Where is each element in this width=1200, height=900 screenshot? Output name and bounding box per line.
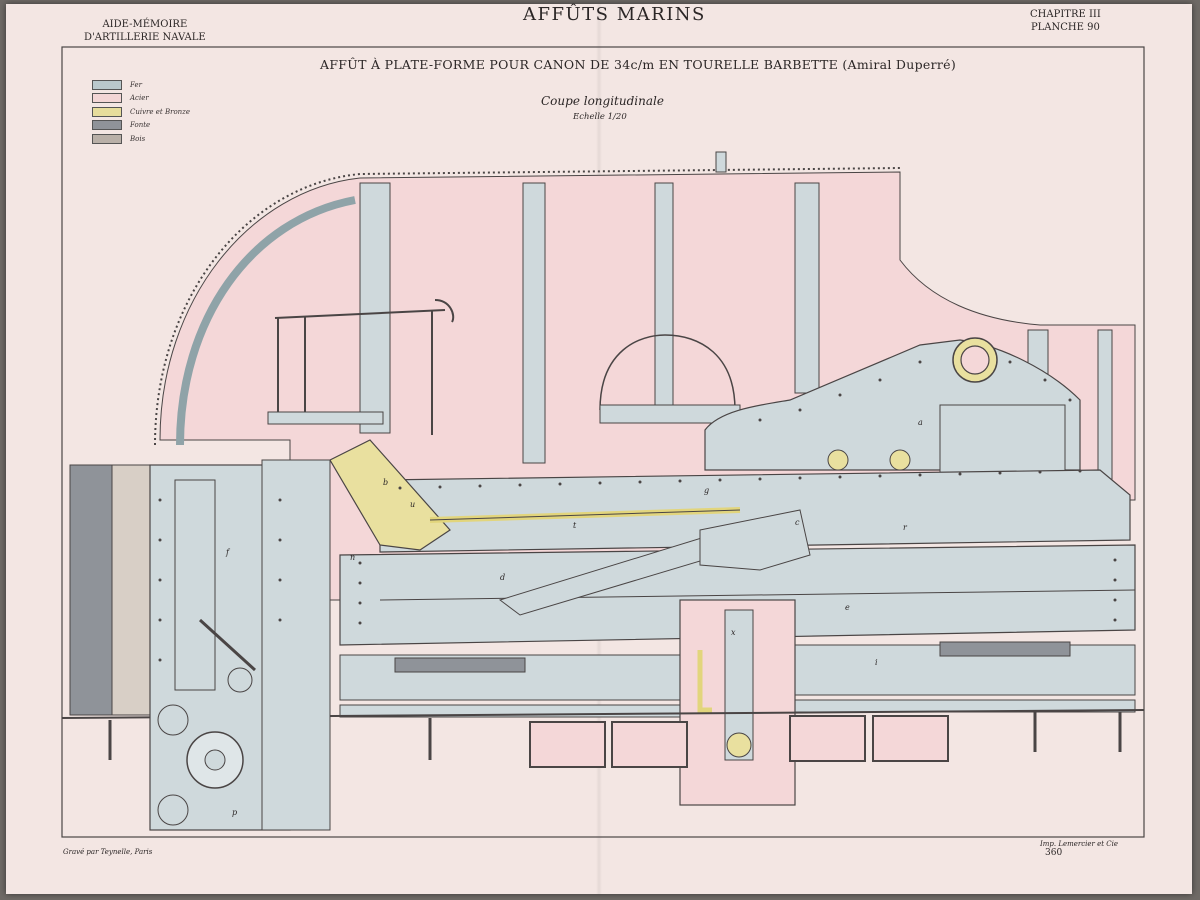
bronze-pipe [697, 650, 712, 713]
plate-title: AFFÛT À PLATE-FORME POUR CANON DE 34c/m … [320, 57, 957, 72]
hoist-linkage [198, 618, 257, 672]
wood-backing [111, 464, 151, 716]
engraver-credit: Gravé par Teynelle, Paris [63, 848, 153, 856]
printer-credit: Imp. Lemercier et Cie [1040, 840, 1119, 848]
part-label: g [704, 486, 709, 495]
part-label: e [845, 603, 850, 612]
section-subtitle: Coupe longitudinale [541, 94, 664, 108]
book-title: AIDE-MÉMOIRE D'ARTILLERIE NAVALE [84, 18, 206, 44]
legend-item: Cuivre et Bronze [92, 105, 190, 119]
part-letters: a b c d e f g i n p r t u x [225, 418, 923, 817]
arm-bracket [699, 509, 811, 571]
pivot-nut [726, 732, 752, 758]
hoist-drum-hub [204, 749, 226, 771]
series-title: AFFÛTS MARINS [523, 4, 706, 25]
pivot-bolt [827, 449, 849, 471]
column [794, 182, 820, 394]
legend-item: Acier [92, 92, 190, 106]
legend-item: Bois [92, 132, 190, 146]
hoist-pulley [157, 794, 189, 826]
part-label: d [500, 573, 505, 582]
part-label: r [903, 523, 908, 532]
part-label: f [225, 548, 231, 557]
part-label: i [875, 658, 878, 667]
pivot-bolt [889, 449, 911, 471]
legend-label: Acier [130, 94, 149, 103]
chapter-label: CHAPITRE III [1030, 9, 1101, 20]
turret-rib [176, 196, 356, 446]
column [654, 182, 674, 414]
legend-label: Fonte [130, 121, 151, 130]
legend-label: Fer [130, 80, 142, 89]
legend-item: Fonte [92, 119, 190, 133]
part-label: u [410, 500, 415, 509]
legend-label: Cuivre et Bronze [130, 107, 190, 116]
drawing-frame [61, 46, 1145, 838]
turret-roof-rivets [154, 167, 901, 446]
legend-swatch-iron [92, 79, 122, 90]
part-label: p [232, 808, 237, 817]
legend-swatch-cast-iron [92, 120, 122, 131]
part-label: x [731, 628, 736, 637]
rack-teeth [939, 641, 1071, 657]
loading-tray-bronze [329, 439, 451, 551]
trunnion-bore [960, 345, 990, 375]
scale-note: Echelle 1/20 [573, 112, 627, 122]
rivet-rows [158, 360, 1117, 662]
part-label: n [350, 553, 355, 562]
legend-swatch-bronze [92, 106, 122, 117]
hoist-pulley [157, 704, 189, 736]
plate-label: PLANCHE 90 [1030, 22, 1100, 33]
part-label: c [795, 518, 800, 527]
recoil-cylinder-block [939, 404, 1066, 476]
book-title-line1: AIDE-MÉMOIRE [102, 19, 188, 30]
material-legend: Fer Acier Cuivre et Bronze Fonte Bois [92, 78, 190, 146]
legend-item: Fer [92, 78, 190, 92]
platform-railing [267, 299, 455, 435]
hoist-guide [261, 459, 331, 831]
column [359, 182, 391, 434]
armor-plate [69, 464, 113, 716]
part-label: a [918, 418, 923, 427]
roof-vent [715, 151, 727, 173]
legend-swatch-wood [92, 133, 122, 144]
book-title-line2: D'ARTILLERIE NAVALE [84, 32, 206, 43]
arched-hatch [599, 334, 736, 411]
part-label: b [383, 478, 388, 487]
column [1097, 329, 1113, 481]
chapter-plate: CHAPITRE III PLANCHE 90 [1030, 8, 1101, 34]
hoist-pulley [227, 667, 253, 693]
rack-teeth [394, 657, 526, 673]
legend-label: Bois [130, 134, 146, 143]
under-deck-boxes [529, 715, 949, 768]
hoist-shaft [174, 479, 216, 691]
page-number: 360 [1045, 848, 1063, 858]
part-label: t [573, 521, 577, 530]
legend-swatch-steel [92, 93, 122, 104]
column [522, 182, 546, 464]
rammer-rod-edge [429, 509, 741, 521]
